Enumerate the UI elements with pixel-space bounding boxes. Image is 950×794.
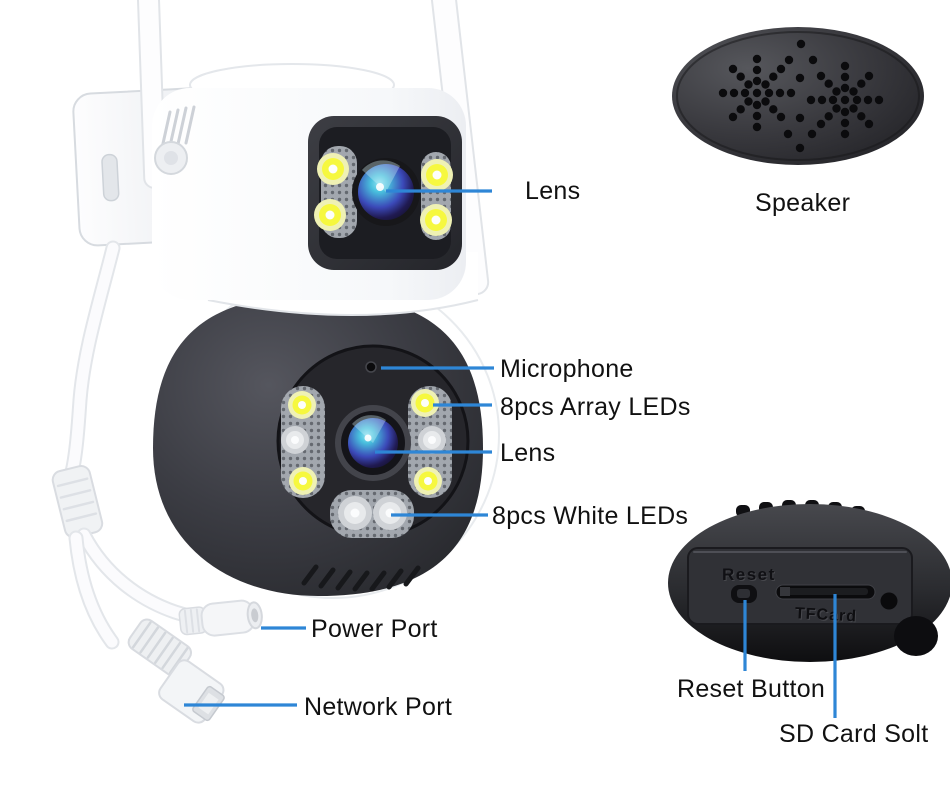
- speaker-photo: [672, 27, 924, 165]
- label-network-port: Network Port: [304, 693, 453, 721]
- power-port-connector: [178, 599, 263, 637]
- embossed-tfcard-shadow: TFCard: [796, 606, 859, 626]
- label-sd-card-slot: SD Card Solt: [779, 720, 929, 748]
- array-leds: [288, 389, 442, 495]
- antenna-hinge: [154, 141, 188, 175]
- ptz-ball: [153, 295, 483, 596]
- reset-button: [731, 585, 757, 603]
- lower-lens: [335, 405, 411, 481]
- label-white-leds: 8pcs White LEDs: [492, 502, 689, 530]
- embossed-tfcard-text: TFCard: [795, 605, 858, 625]
- network-port-connector: [127, 618, 225, 724]
- label-lens-bottom: Lens: [500, 439, 556, 467]
- top-array-leds: [314, 153, 453, 236]
- embossed-reset-text: Reset: [722, 565, 776, 584]
- head-vent-ridges: [160, 105, 196, 150]
- embossed-reset-shadow: Reset: [723, 566, 777, 585]
- label-lens-top: Lens: [525, 177, 581, 205]
- ball-vents: [301, 564, 421, 592]
- label-microphone: Microphone: [500, 355, 634, 383]
- leader-lines: [184, 189, 837, 718]
- label-reset-button: Reset Button: [677, 675, 826, 703]
- label-power-port: Power Port: [311, 615, 438, 643]
- access-panel-photo: Reset Reset TFCard TFCard: [668, 500, 950, 662]
- speaker-holes: [718, 39, 884, 153]
- sd-card-slot: [775, 584, 876, 600]
- cable-bundle: [51, 240, 263, 724]
- top-lens-panel: [308, 116, 462, 270]
- label-speaker: Speaker: [755, 189, 851, 217]
- label-array-leds: 8pcs Array LEDs: [500, 393, 691, 421]
- white-leds: [281, 426, 446, 530]
- microphone-hole: [365, 361, 377, 373]
